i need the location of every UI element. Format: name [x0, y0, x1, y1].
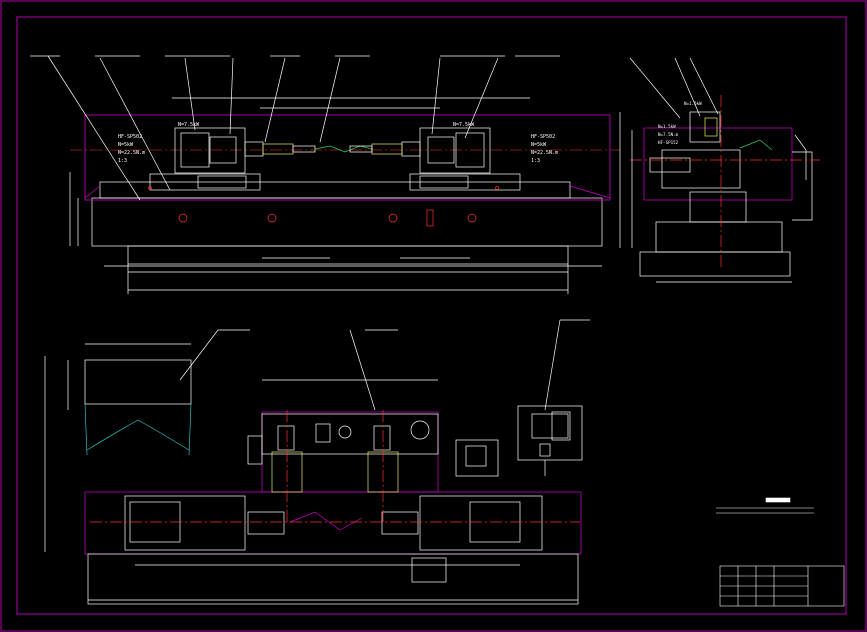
left-motor-spec-1: HF-SP502	[118, 134, 142, 140]
side-elevation-view	[30, 55, 620, 294]
left-spindle-power-label: N=7.5kW	[178, 122, 200, 128]
end-view-outline	[643, 127, 793, 201]
end-spindle-power-label: N=1.5kW	[684, 101, 702, 106]
motor-detail-view	[517, 319, 590, 476]
bed-outline	[84, 114, 611, 201]
bed-foot	[127, 245, 569, 265]
end-view	[619, 57, 820, 283]
machine-bed	[91, 197, 603, 247]
bed-upper-rail	[99, 181, 571, 199]
right-feed-slide	[409, 173, 521, 191]
right-spindle-housing	[419, 127, 491, 174]
end-motor-spec-1: N=1.5kW	[658, 124, 676, 129]
left-motor-spec-2: N=5kW	[118, 142, 134, 148]
plan-bed-outline	[84, 491, 582, 555]
plan-view	[44, 329, 582, 605]
right-motor-spec-4: 1:3	[531, 158, 540, 164]
right-spindle-power-label: N=7.5kW	[453, 122, 475, 128]
left-feed-slide	[149, 173, 261, 191]
end-motor-spec-2: N=7.5N.m	[658, 132, 679, 137]
right-motor-spec-2: N=5kW	[531, 142, 547, 148]
left-motor-spec-3: N=22.5N.m	[118, 150, 145, 156]
title-block	[716, 497, 845, 607]
drawing-frame-inner	[16, 16, 847, 615]
chip-hopper-view	[67, 329, 250, 456]
right-motor-spec-3: N=22.5N.m	[531, 150, 558, 156]
right-motor-spec-1: HF-SP502	[531, 134, 555, 140]
hopper-funnel	[84, 403, 192, 456]
end-motor-spec-3: HF-SP152	[658, 140, 679, 145]
left-motor-spec-4: 1:3	[118, 158, 127, 164]
